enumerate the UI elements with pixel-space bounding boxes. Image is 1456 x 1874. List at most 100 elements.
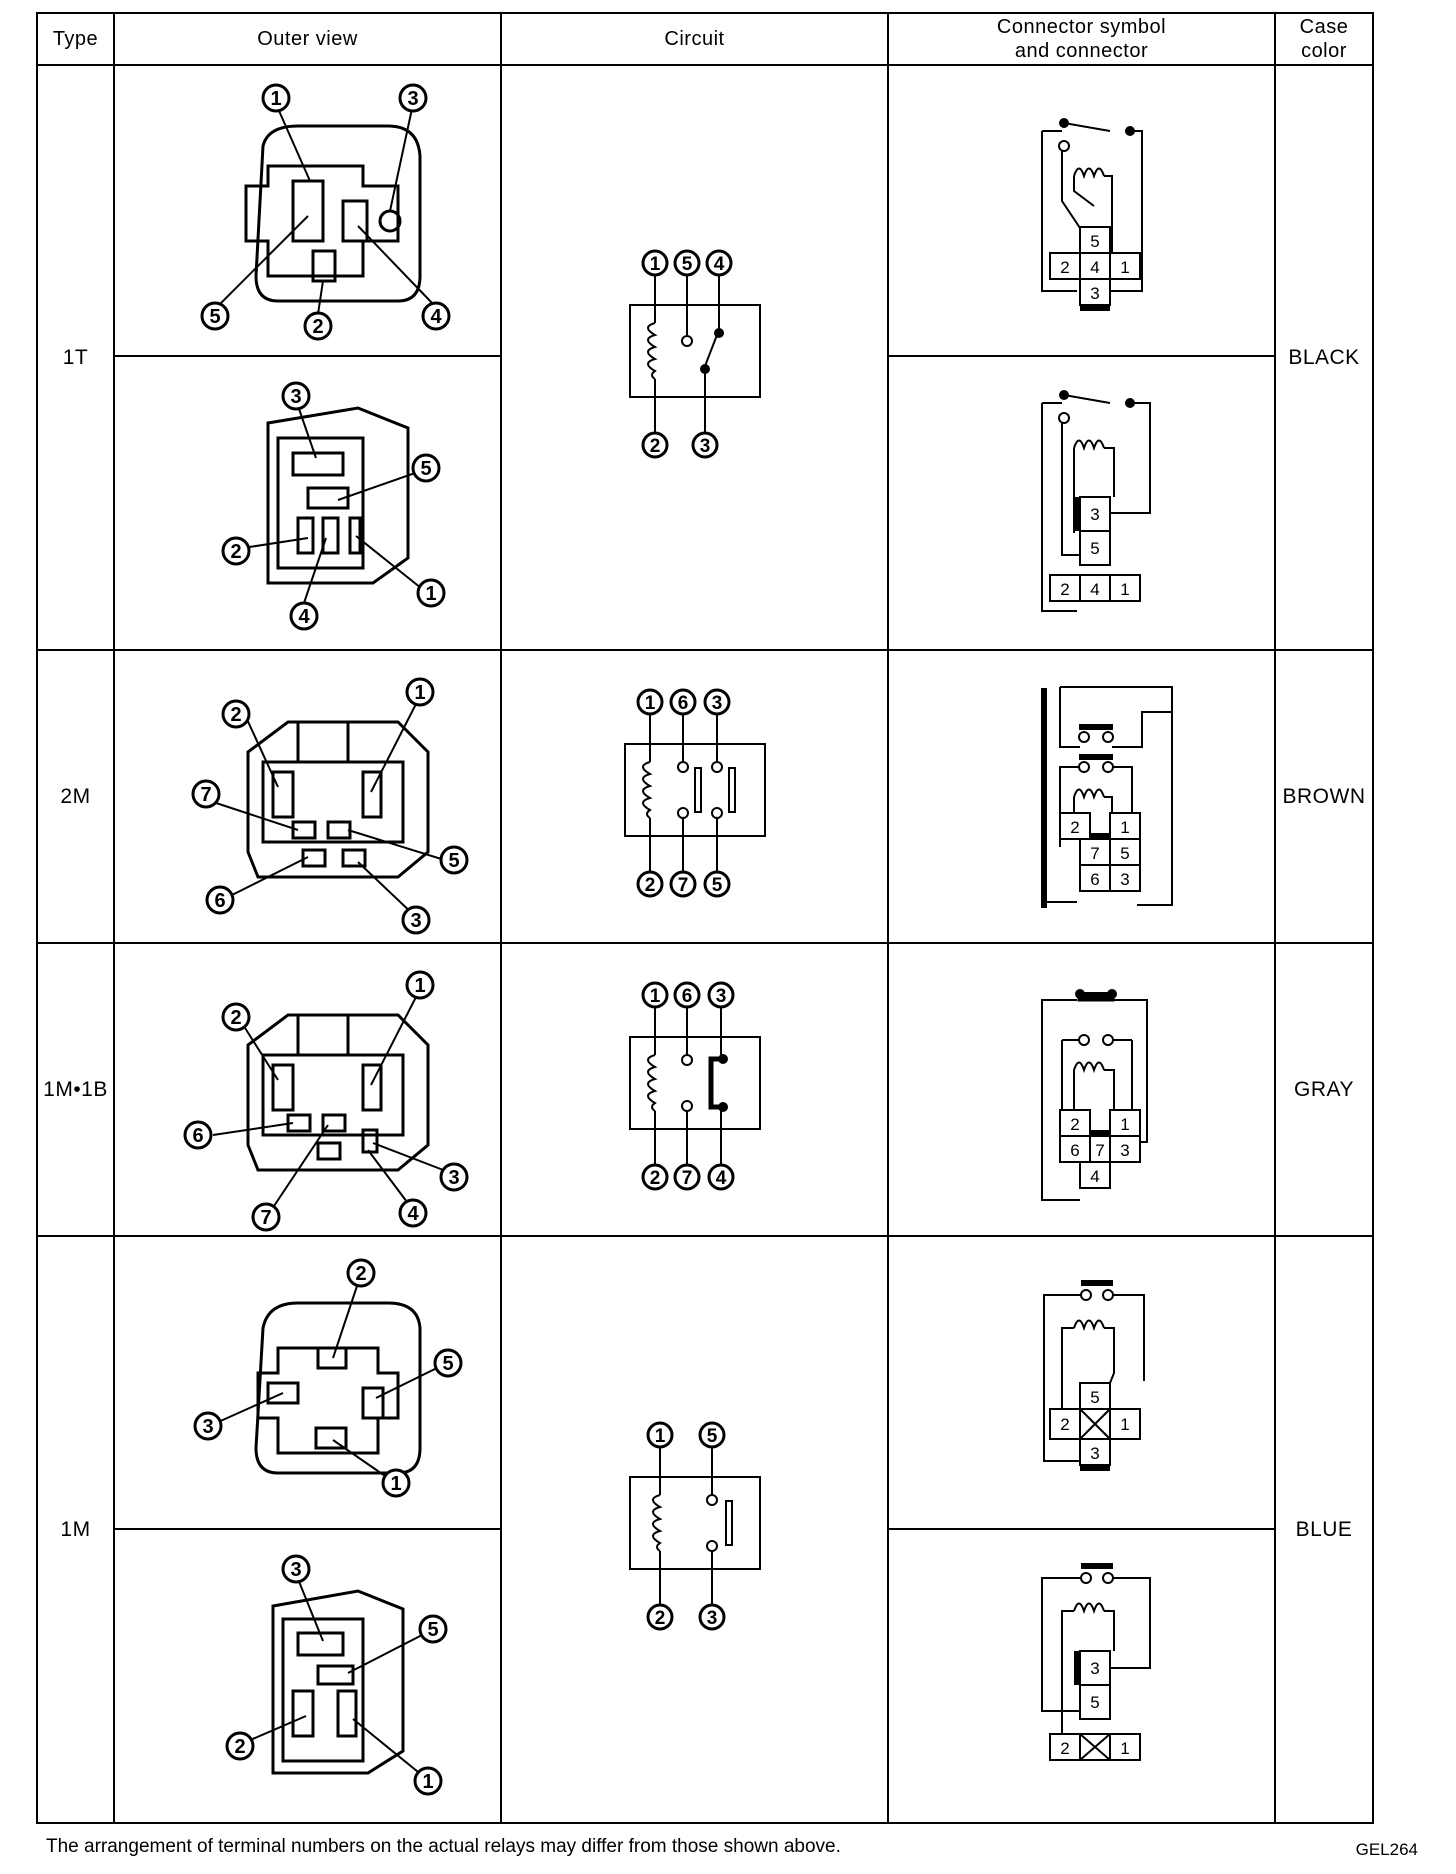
svg-text:1: 1 xyxy=(649,986,660,1007)
svg-text:3: 3 xyxy=(1090,1659,1099,1678)
svg-text:3: 3 xyxy=(1120,870,1129,889)
header-row: Type Outer view Circuit Connector symbol… xyxy=(36,12,1374,66)
svg-text:2: 2 xyxy=(1070,818,1079,837)
svg-text:7: 7 xyxy=(260,1207,271,1229)
outer-view-1t-b: 3 5 2 1 4 xyxy=(113,355,502,651)
header-connector-line1: Connector symbol xyxy=(996,16,1167,38)
svg-text:5: 5 xyxy=(1090,539,1099,558)
connector-2m: 2 1 7 5 6 3 xyxy=(887,649,1276,944)
svg-text:3: 3 xyxy=(715,986,726,1007)
svg-text:3: 3 xyxy=(410,910,421,932)
svg-text:3: 3 xyxy=(699,436,710,457)
svg-text:3: 3 xyxy=(706,1608,717,1629)
svg-text:6: 6 xyxy=(681,986,692,1007)
svg-text:6: 6 xyxy=(1070,1141,1079,1160)
circuit-diagram: 1 6 3 2 7 5 xyxy=(623,688,766,897)
circuit-diagram: 1 6 3 2 7 4 xyxy=(628,981,761,1190)
terminal-callouts: 1 2 7 5 6 3 xyxy=(191,677,468,934)
svg-text:1: 1 xyxy=(425,583,436,605)
svg-text:3: 3 xyxy=(202,1416,213,1438)
row-1t-b: 3 5 2 1 4 xyxy=(37,355,1373,651)
svg-text:3: 3 xyxy=(1090,1444,1099,1463)
svg-text:5: 5 xyxy=(420,458,431,480)
relay-outer-view-drawing: 1 2 7 5 6 3 xyxy=(191,677,468,934)
connector-pins: 5 2 4 1 3 xyxy=(1060,232,1129,303)
relay-outer-view-drawing: 2 5 3 1 xyxy=(193,1258,462,1497)
svg-text:5: 5 xyxy=(448,850,459,872)
terminal-callouts: 1 2 6 3 7 4 xyxy=(183,970,468,1231)
svg-text:4: 4 xyxy=(1090,258,1099,277)
case-color-2m: BROWN xyxy=(1274,649,1374,944)
connector-1m1b: 2 1 6 7 3 4 xyxy=(887,942,1276,1237)
svg-text:5: 5 xyxy=(1120,844,1129,863)
row-1m1b: 1M•1B xyxy=(36,942,1374,1237)
svg-text:3: 3 xyxy=(1090,284,1099,303)
type-1m: 1M xyxy=(36,1235,115,1824)
circuit-1t: 1 5 4 2 3 xyxy=(500,64,889,651)
header-connector-line2: and connector xyxy=(1014,40,1149,62)
relay-outer-view-drawing: 3 5 2 1 xyxy=(225,1554,447,1796)
circuit-terminals: 1 6 3 2 7 5 xyxy=(636,688,730,897)
circuit-diagram: 1 5 4 2 3 xyxy=(628,249,761,458)
svg-text:2: 2 xyxy=(230,541,241,563)
connector-pins: 3 5 2 4 1 xyxy=(1060,505,1129,599)
circuit-2m: 1 6 3 2 7 5 xyxy=(500,649,889,944)
svg-text:2: 2 xyxy=(644,875,655,896)
svg-text:5: 5 xyxy=(706,1426,717,1447)
terminal-callouts: 3 5 2 1 4 xyxy=(221,381,445,631)
svg-text:2: 2 xyxy=(1060,580,1069,599)
svg-text:1: 1 xyxy=(644,693,655,714)
outer-view-1m-a: 2 5 3 1 xyxy=(113,1235,502,1530)
svg-text:5: 5 xyxy=(442,1353,453,1375)
type-1m1b: 1M•1B xyxy=(36,942,115,1237)
svg-text:1: 1 xyxy=(654,1426,665,1447)
relay-outer-view-drawing: 1 2 6 3 7 4 xyxy=(183,970,468,1231)
type-2m: 2M xyxy=(36,649,115,944)
svg-text:1: 1 xyxy=(1120,258,1129,277)
case-color-1m: BLUE xyxy=(1274,1235,1374,1824)
connector-symbol: 5 2 1 3 xyxy=(1042,1279,1145,1471)
svg-text:3: 3 xyxy=(1090,505,1099,524)
svg-text:1: 1 xyxy=(1120,818,1129,837)
row-2m: 2M xyxy=(36,649,1374,944)
connector-1m-a: 5 2 1 3 xyxy=(887,1235,1276,1530)
svg-text:2: 2 xyxy=(230,1007,241,1029)
svg-text:2: 2 xyxy=(1060,1739,1069,1758)
svg-text:7: 7 xyxy=(200,784,211,806)
header-circuit: Circuit xyxy=(500,12,889,66)
circuit-1m1b: 1 6 3 2 7 4 xyxy=(500,942,889,1237)
connector-symbol: 5 2 4 1 3 xyxy=(1040,117,1143,311)
svg-text:2: 2 xyxy=(1060,258,1069,277)
svg-text:1: 1 xyxy=(1120,1115,1129,1134)
header-case-color: Case color xyxy=(1274,12,1374,66)
svg-text:5: 5 xyxy=(1090,1693,1099,1712)
connector-symbol: 3 5 2 4 1 xyxy=(1040,390,1151,612)
relay-outer-view-drawing: 3 5 2 1 4 xyxy=(221,381,445,631)
svg-text:1: 1 xyxy=(649,254,660,275)
circuit-diagram: 1 5 2 3 xyxy=(628,1421,761,1630)
svg-text:6: 6 xyxy=(1090,870,1099,889)
outer-view-1m-b: 3 5 2 1 xyxy=(113,1528,502,1824)
svg-text:1: 1 xyxy=(1120,580,1129,599)
svg-text:1: 1 xyxy=(390,1473,401,1495)
svg-text:4: 4 xyxy=(715,1168,726,1189)
case-color-1t: BLACK xyxy=(1274,64,1374,651)
svg-text:2: 2 xyxy=(234,1736,245,1758)
circuit-terminals: 1 6 3 2 7 4 xyxy=(641,981,734,1190)
svg-text:7: 7 xyxy=(677,875,688,896)
svg-text:6: 6 xyxy=(214,890,225,912)
terminal-callouts: 1 3 5 2 4 xyxy=(200,83,450,340)
circuit-terminals: 1 5 2 3 xyxy=(646,1421,725,1630)
connector-1t-b: 3 5 2 4 1 xyxy=(887,355,1276,651)
svg-text:3: 3 xyxy=(290,1559,301,1581)
svg-text:7: 7 xyxy=(1095,1141,1104,1160)
svg-text:6: 6 xyxy=(192,1125,203,1147)
svg-text:2: 2 xyxy=(1070,1115,1079,1134)
svg-text:2: 2 xyxy=(355,1263,366,1285)
svg-text:5: 5 xyxy=(681,254,692,275)
header-case-line1: Case xyxy=(1299,16,1349,38)
header-case-line2: color xyxy=(1301,40,1347,62)
row-1t-a: 1T xyxy=(36,64,1374,651)
svg-text:3: 3 xyxy=(290,386,301,408)
svg-text:3: 3 xyxy=(1120,1141,1129,1160)
